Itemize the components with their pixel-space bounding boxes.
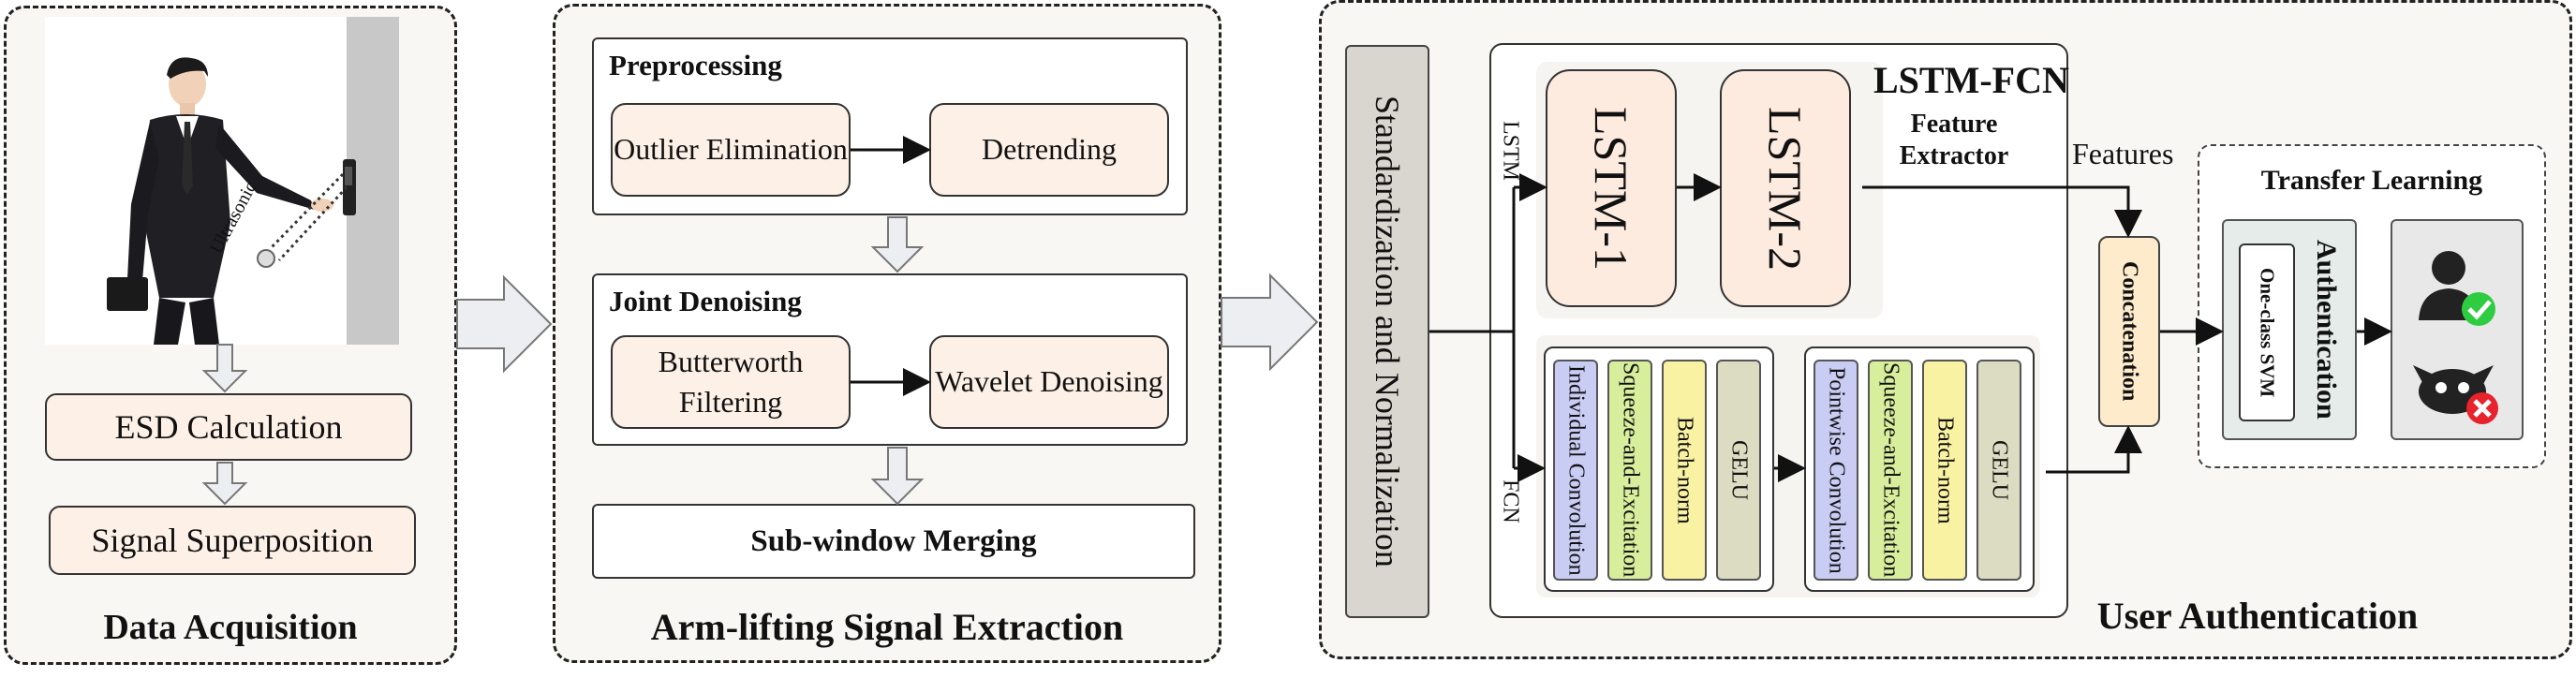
transfer-learning-title: Transfer Learning bbox=[2260, 165, 2483, 196]
check-icon bbox=[2462, 292, 2495, 326]
esd-calculation-box: ESD Calculation bbox=[45, 393, 412, 461]
features-label: Features bbox=[2072, 137, 2174, 170]
arrow-icon bbox=[870, 216, 925, 273]
fcn-block-2: Pointwise Convolution Squeeze-and-Excita… bbox=[1804, 346, 2035, 592]
squeeze-excitation-layer-2: Squeeze-and-Excitation bbox=[1868, 360, 1913, 581]
signal-extraction-title: Arm-lifting Signal Extraction bbox=[650, 606, 1124, 648]
authentication-label: Authentication bbox=[2311, 240, 2342, 420]
fcn-branch-label: FCN bbox=[1498, 479, 1523, 523]
outlier-elimination-box: Outlier Elimination bbox=[611, 103, 851, 197]
batch-norm-layer-1: Batch-norm bbox=[1662, 360, 1707, 581]
individual-convolution-layer: Individual Convolution bbox=[1553, 360, 1598, 581]
squeeze-excitation-layer-1: Squeeze-and-Excitation bbox=[1607, 360, 1652, 581]
result-box bbox=[2391, 219, 2524, 440]
signal-superposition-box: Signal Superposition bbox=[49, 506, 416, 575]
batch-norm-layer-2: Batch-norm bbox=[1922, 360, 1967, 581]
lstm-branch-label: LSTM bbox=[1498, 120, 1523, 181]
acquisition-illustration bbox=[45, 17, 399, 345]
arrow-icon bbox=[201, 344, 248, 393]
person-icon bbox=[107, 17, 399, 345]
arrow-icon bbox=[201, 462, 248, 506]
concatenation-box: Concatenation bbox=[2098, 236, 2160, 427]
gelu-layer-2: GELU bbox=[1976, 360, 2021, 581]
attacker-icon bbox=[2413, 365, 2494, 414]
sub-window-merging-box: Sub-window Merging bbox=[592, 504, 1195, 579]
butterworth-filtering-box: Butterworth Filtering bbox=[611, 335, 851, 429]
wavelet-denoising-box: Wavelet Denoising bbox=[929, 335, 1169, 429]
arrow-icon bbox=[456, 274, 553, 374]
joint-denoising-title: Joint Denoising bbox=[609, 285, 802, 317]
arrow-icon bbox=[1221, 273, 1319, 372]
standardization-normalization-box: Standardization and Normalization bbox=[1345, 45, 1429, 618]
fcn-block-1: Individual Convolution Squeeze-and-Excit… bbox=[1544, 346, 1774, 592]
pointwise-convolution-layer: Pointwise Convolution bbox=[1814, 360, 1858, 581]
gelu-layer-1: GELU bbox=[1716, 360, 1761, 581]
lstm-1-box: LSTM-1 bbox=[1546, 69, 1677, 307]
lstm-fcn-title: LSTM-FCN bbox=[1873, 59, 2069, 101]
user-authentication-title: User Authentication bbox=[2096, 595, 2419, 637]
data-acquisition-title: Data Acquisition bbox=[103, 608, 358, 647]
arrow-icon bbox=[870, 447, 925, 506]
cross-icon bbox=[2466, 392, 2498, 424]
one-class-svm-box: One-class SVM bbox=[2239, 243, 2295, 421]
feature-extractor-label: Feature Extractor bbox=[1899, 110, 2009, 170]
preprocessing-title: Preprocessing bbox=[609, 49, 782, 81]
ultrasonic-sensor-icon bbox=[343, 159, 356, 215]
